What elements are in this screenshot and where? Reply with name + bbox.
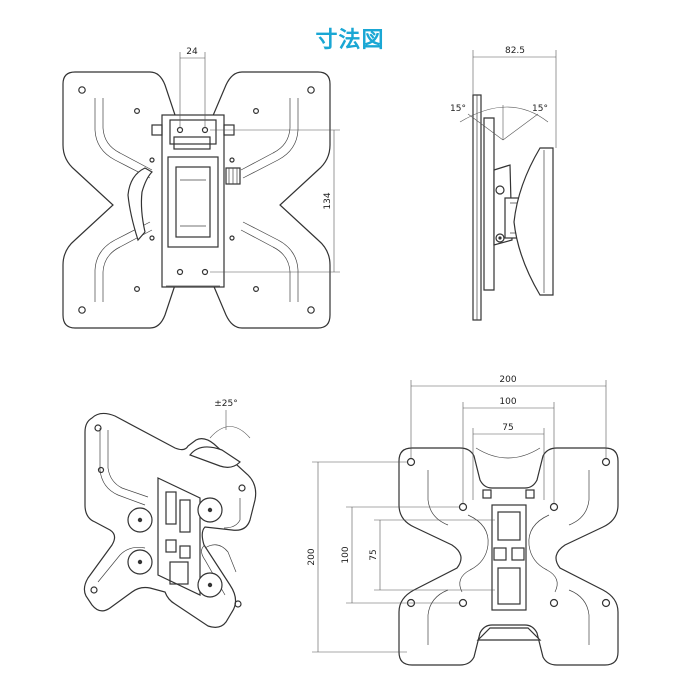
side-view <box>459 50 557 321</box>
front-dim-right: 134 <box>323 192 333 209</box>
back-view <box>312 380 619 666</box>
side-dim-top: 82.5 <box>505 46 525 56</box>
front-view <box>62 52 340 329</box>
back-dim-w3: 75 <box>502 423 513 433</box>
back-dim-h1: 200 <box>307 548 317 565</box>
iso-view <box>83 410 257 628</box>
iso-swivel: ±25° <box>214 399 238 409</box>
back-dim-h3: 75 <box>369 549 379 560</box>
side-angle-right: 15° <box>532 104 548 114</box>
back-dim-w1: 200 <box>499 375 516 385</box>
back-dim-h2: 100 <box>341 546 351 563</box>
side-angle-left: 15° <box>450 104 466 114</box>
back-dim-w2: 100 <box>499 397 516 407</box>
page-title: 寸法図 <box>315 28 385 53</box>
front-dim-top: 24 <box>186 47 198 57</box>
